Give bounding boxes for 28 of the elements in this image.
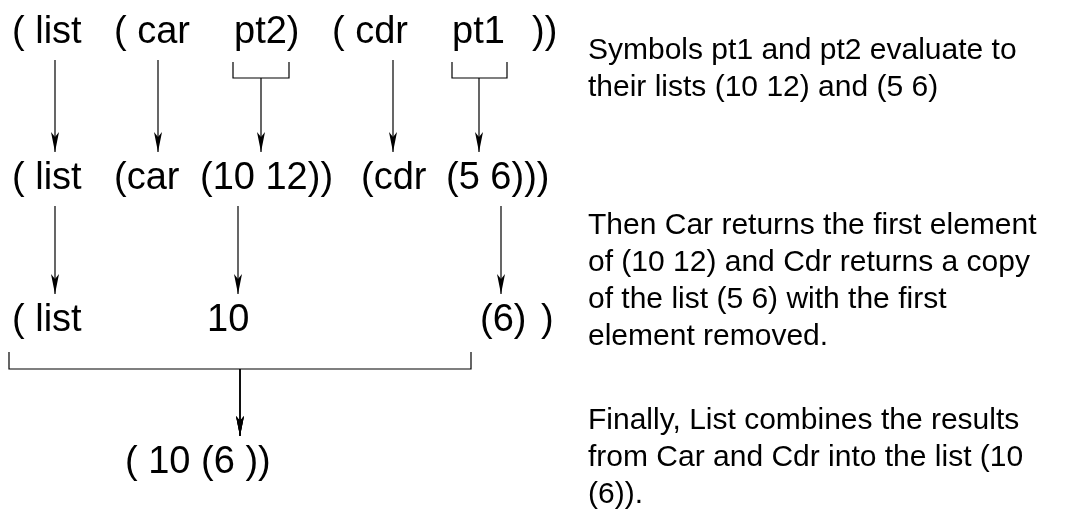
arrow [234,205,242,295]
arrow [389,59,397,153]
expression-text: pt1 [452,8,505,52]
expression-text: ( cdr [332,8,408,52]
arrow [51,205,59,295]
arrow [497,205,505,295]
explanation-text: Symbols pt1 and pt2 evaluate to their lists (10 12) and (5 6) [588,31,1018,104]
expression-text: ( car [114,8,190,52]
expression-text: (car [114,154,180,198]
closing-parentheses: )) [532,8,558,52]
bracket-arrow [232,61,290,153]
bracket-arrow [451,61,508,153]
explanation-text: Then Car returns the first element of (10 12) and Cdr returns a copy of the list (5 6) with the first element removed. [588,206,1038,353]
expression-text: ( list [12,8,82,52]
expression-text: (cdr [361,154,427,198]
arrow [154,59,162,153]
closing-parenthesis: ) [541,296,554,340]
expression-text: pt2) [234,8,300,52]
explanation-text: Finally, List combines the results from Car and Cdr into the list (10 (6)). [588,401,1025,511]
expression-text: (6) [480,296,527,340]
bracket-arrow [236,351,472,437]
expression-text: ( list [12,296,82,340]
expression-text: (5 6))) [446,154,550,198]
arrow [51,59,59,153]
expression-text: ( 10 (6 )) [125,438,271,482]
expression-text: ( list [12,154,82,198]
expression-text: (10 12)) [200,154,334,198]
expression-text: 10 [207,296,250,340]
